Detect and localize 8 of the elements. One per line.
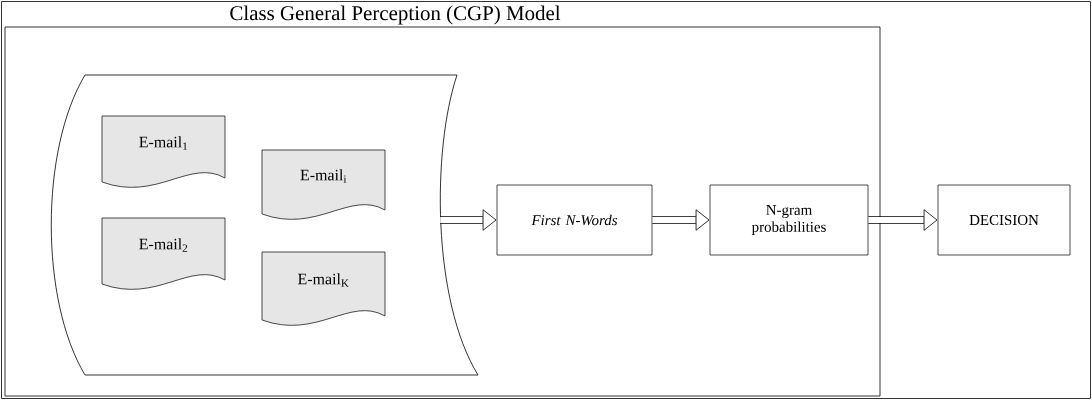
block-arrow	[440, 209, 497, 231]
process-box: N-gram probabilities	[709, 184, 869, 256]
block-arrow	[652, 209, 710, 231]
node-label: Class General Perception (CGP) Model	[230, 5, 561, 25]
process-box: DECISION	[937, 184, 1071, 256]
process-box: First N-Words	[496, 184, 653, 256]
curved-shape	[50, 74, 479, 376]
block-arrow	[868, 209, 938, 231]
